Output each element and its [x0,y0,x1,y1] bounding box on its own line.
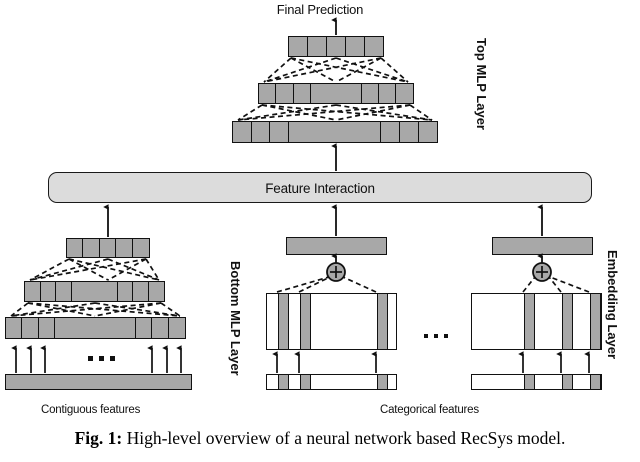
mlp-cell [167,317,186,339]
top-mlp-layer-label: Top MLP Layer [474,38,489,130]
embedding-row-highlight [590,294,601,349]
mlp-cell [151,317,170,339]
mlp-cell [306,36,328,57]
embedding-row-highlight [300,294,311,349]
categorical-features-label: Categorical features [380,404,479,416]
dense-input-ellipsis-icon [88,356,115,361]
mlp-cell-wide [309,83,363,104]
mlp-cell [5,317,24,339]
feature-interaction-label: Feature Interaction [265,181,375,196]
figure-caption-prefix: Fig. 1: [74,428,127,448]
mlp-cell [232,121,253,143]
embedding-layer-label: Embedding Layer [605,250,620,360]
index-highlight [524,375,535,389]
mlp-cell [135,317,154,339]
top-mlp-hidden-row [258,83,415,104]
mlp-cell [275,83,295,104]
embedding-vector-1 [286,237,387,255]
top-mlp-output-row [288,36,384,57]
top-mlp-dashed-links-lower [237,104,433,121]
category-index-bar-2 [471,374,602,390]
figure-caption: Fig. 1: High-level overview of a neural … [0,428,640,449]
bottom-mlp-dashed-links-upper [29,258,160,281]
mlp-cell [98,238,118,258]
plus-circle-icon-2 [532,262,552,282]
embedding-vector-2 [492,237,593,255]
embedding-sum-links-1 [276,276,377,293]
mlp-cell [115,238,134,258]
mlp-cell [325,36,347,57]
index-highlight [562,375,573,389]
mlp-cell [292,83,312,104]
index-highlight [377,375,388,389]
mlp-cell [21,317,40,339]
mlp-cell [82,238,101,258]
feature-interaction-box[interactable]: Feature Interaction [48,172,592,203]
top-mlp-dashed-links-upper [263,57,409,83]
mlp-cell [288,36,309,57]
figure-caption-text: High-level overview of a neural network … [126,428,566,448]
embedding-table-1 [266,293,397,350]
embedding-lookup-arrows-1-icon [272,351,377,373]
contiguous-features-label: Contiguous features [41,404,141,416]
mlp-cell [66,238,85,258]
embedding-sum-links-2 [522,276,590,293]
bottom-mlp-input-row [5,317,186,339]
top-mlp-input-row [232,121,439,143]
mlp-cell-wide [54,317,137,339]
dense-feature-bar [5,374,192,390]
embedding-row-highlight [524,294,535,349]
bottom-mlp-output-row [66,238,151,258]
index-highlight [278,375,289,389]
index-highlight [590,375,601,389]
mlp-cell [380,121,401,143]
mlp-cell [131,238,151,258]
mlp-cell [258,83,277,104]
mlp-cell [147,281,165,302]
category-index-bar-1 [266,374,397,390]
mlp-cell [344,36,366,57]
embedding-row-highlight [562,294,573,349]
mlp-cell-wide [288,121,382,143]
mlp-cell [417,121,439,143]
mlp-cell [360,83,380,104]
mlp-cell [250,121,272,143]
index-highlight [300,375,311,389]
bottom-mlp-hidden-row [24,281,165,302]
mlp-cell [395,83,415,104]
bottom-mlp-layer-label: Bottom MLP Layer [228,261,243,376]
mlp-cell [37,317,56,339]
bottom-mlp-dashed-links-lower [10,302,181,317]
mlp-cell [398,121,420,143]
mlp-cell [377,83,397,104]
embedding-lookup-arrows-2-icon [518,351,590,373]
embedding-groups-ellipsis-icon [424,334,448,338]
mlp-cell [269,121,290,143]
embedding-table-2 [471,293,602,350]
embedding-row-highlight [377,294,388,349]
final-prediction-label: Final Prediction [276,2,364,17]
plus-circle-icon-1 [326,262,346,282]
mlp-cell-wide [70,281,119,302]
mlp-cell [363,36,384,57]
embedding-row-highlight [278,294,289,349]
